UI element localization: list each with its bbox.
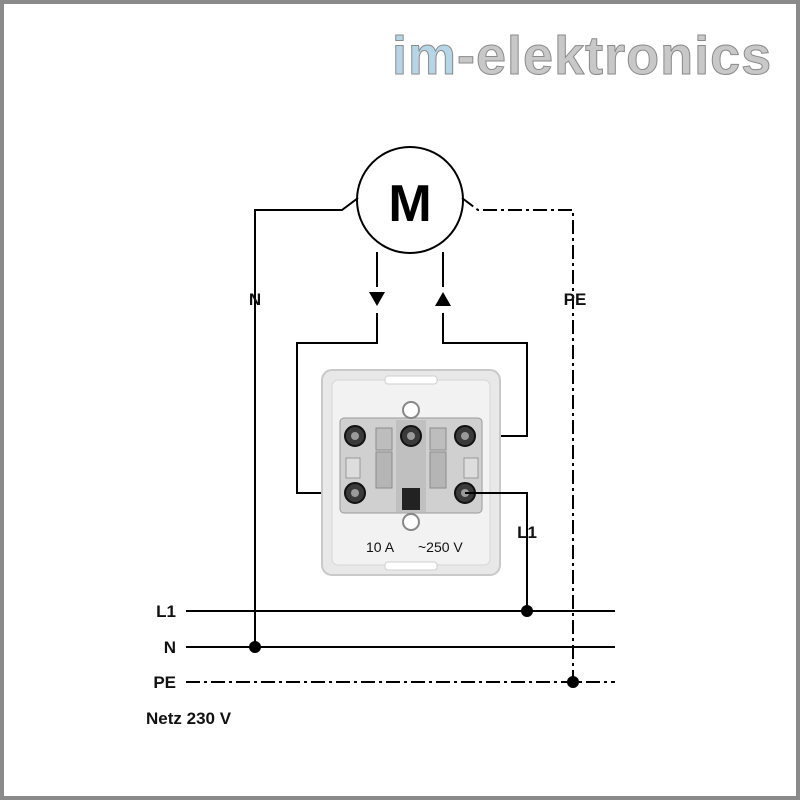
arrow-down-icon: [369, 292, 385, 306]
label-l1-switch: L1: [517, 523, 537, 542]
motor-label: M: [388, 175, 431, 233]
junction-pe: [567, 676, 579, 688]
double-switch: 10 A ~250 V: [321, 369, 501, 576]
pe-wire: [461, 197, 574, 682]
brand-logo-part1: im: [392, 26, 457, 86]
label-pe-vertical: PE: [564, 290, 587, 309]
switch-wire-left: [296, 313, 378, 494]
brand-logo: im-elektronics: [392, 26, 772, 86]
rating-current: 10 A: [366, 539, 395, 555]
supply-label: Netz 230 V: [146, 709, 232, 728]
label-bus-n: N: [164, 638, 176, 657]
label-n-vertical: N: [249, 290, 261, 309]
junction-l1: [521, 605, 533, 617]
arrow-up-icon: [435, 292, 451, 306]
label-bus-l1: L1: [156, 602, 176, 621]
junction-n: [249, 641, 261, 653]
neutral-wire: [254, 197, 359, 647]
rating-voltage: ~250 V: [418, 539, 463, 555]
label-bus-pe: PE: [153, 673, 176, 692]
switch-l1-wire: [465, 492, 528, 611]
switch-wire-right: [442, 313, 528, 437]
brand-logo-part2: -elektronics: [457, 26, 772, 86]
